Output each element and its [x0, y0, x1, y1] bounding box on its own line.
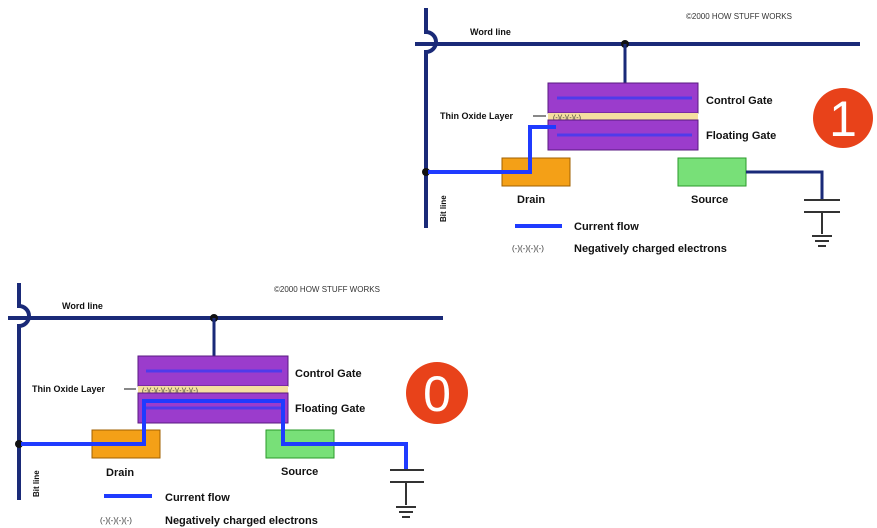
- legend-electrons-label: Negatively charged electrons: [165, 515, 318, 527]
- state-badge: [813, 88, 873, 148]
- thin-oxide-label: Thin Oxide Layer: [32, 384, 106, 394]
- drain-label: Drain: [517, 194, 545, 206]
- legend-electrons-symbol: (-)(-)(-)(-): [100, 516, 132, 525]
- thin-oxide-layer: [548, 113, 698, 120]
- current-flow-path: [21, 399, 408, 470]
- floating-gate-label: Floating Gate: [706, 130, 776, 142]
- bit-line-label: Bit line: [32, 470, 41, 497]
- oxide-electrons: (-)(-)(-)(-)(-)(-)(-)(-): [142, 388, 198, 395]
- word-line-label: Word line: [62, 301, 103, 311]
- legend-current-label: Current flow: [165, 492, 230, 504]
- diagram-state-1: ©2000 HOW STUFF WORKS Word line Bit line…: [415, 8, 873, 255]
- thin-oxide-label: Thin Oxide Layer: [440, 111, 514, 121]
- state-badge-value: 1: [829, 91, 857, 147]
- floating-gate-label: Floating Gate: [295, 403, 365, 415]
- bit-line-wire: [424, 8, 438, 228]
- control-gate-label: Control Gate: [706, 95, 773, 107]
- state-badge-value: 0: [423, 366, 451, 422]
- bit-line-label: Bit line: [439, 195, 448, 222]
- source-block: [677, 157, 747, 187]
- copyright-text: ©2000 HOW STUFF WORKS: [686, 12, 792, 21]
- bit-line-wire: [17, 283, 31, 500]
- drain-label: Drain: [106, 467, 134, 479]
- legend-current-label: Current flow: [574, 221, 639, 233]
- word-line-label: Word line: [470, 27, 511, 37]
- current-flow-path: [428, 125, 556, 174]
- legend-electrons-symbol: (-)(-)(-)(-): [512, 244, 544, 253]
- oxide-electrons: (-)(-)(-)(-): [553, 115, 581, 122]
- source-label: Source: [281, 466, 318, 478]
- source-label: Source: [691, 194, 728, 206]
- control-gate-label: Control Gate: [295, 368, 362, 380]
- thin-oxide-layer: [138, 386, 288, 393]
- legend-electrons-label: Negatively charged electrons: [574, 243, 727, 255]
- state-badge: [406, 362, 468, 424]
- diagram-state-0: ©2000 HOW STUFF WORKS Word line Bit line…: [8, 283, 468, 527]
- copyright-text: ©2000 HOW STUFF WORKS: [274, 285, 380, 294]
- source-to-ground-wire: [746, 170, 824, 200]
